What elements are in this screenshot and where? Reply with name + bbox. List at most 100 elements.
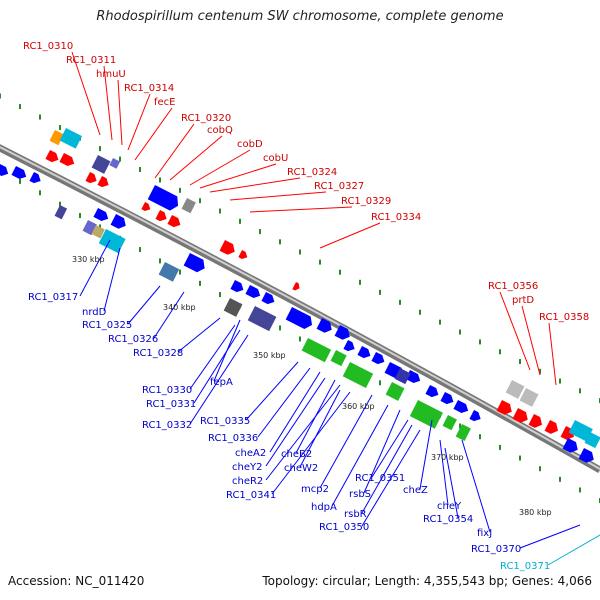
gene-label[interactable]: RC1_0358 xyxy=(539,312,589,323)
gene-label[interactable]: RC1_0350 xyxy=(319,522,369,533)
leader-line xyxy=(499,291,531,371)
gene-label[interactable]: RC1_0330 xyxy=(142,385,192,396)
leader-line xyxy=(169,135,223,181)
leader-line xyxy=(319,222,381,249)
gene-block xyxy=(54,205,68,220)
gene-label[interactable]: RC1_0331 xyxy=(146,399,196,410)
gene-feature xyxy=(219,240,235,255)
tick-label-350: 350 kbp xyxy=(253,351,286,360)
tick-dot xyxy=(459,329,461,335)
gene-feature xyxy=(245,285,261,298)
gene-arrow xyxy=(578,448,594,463)
gene-block xyxy=(181,198,196,214)
leader-line xyxy=(103,247,121,312)
gene-label[interactable]: RC1_0329 xyxy=(341,196,391,207)
gene-arrow xyxy=(219,240,235,255)
tick-dot xyxy=(179,269,181,275)
tick-dot xyxy=(479,339,481,345)
gene-feature xyxy=(183,253,205,273)
gene-label[interactable]: RC1_0317 xyxy=(28,292,78,303)
gene-label[interactable]: cheB2 xyxy=(281,449,312,460)
gene-label[interactable]: rsbS xyxy=(349,489,371,500)
gene-label[interactable]: RC1_0310 xyxy=(23,41,73,52)
tick-dot xyxy=(159,177,161,183)
gene-label[interactable]: prtD xyxy=(512,295,534,306)
gene-label[interactable]: RC1_0327 xyxy=(314,181,364,192)
tick-dot xyxy=(299,336,301,342)
tick-dot xyxy=(179,187,181,193)
leader-line xyxy=(177,317,221,353)
gene-label[interactable]: cobD xyxy=(237,139,263,150)
gene-label[interactable]: RC1_0328 xyxy=(133,348,183,359)
gene-label[interactable]: RC1_0332 xyxy=(142,420,192,431)
gene-label[interactable]: RC1_0320 xyxy=(181,113,231,124)
gene-arrow xyxy=(29,172,41,184)
gene-block xyxy=(385,382,405,401)
gene-feature xyxy=(453,400,469,413)
gene-feature xyxy=(425,385,439,398)
gene-label[interactable]: RC1_0354 xyxy=(423,514,473,525)
map-title: Rhodospirillum centenum SW chromosome, c… xyxy=(96,9,504,24)
gene-label[interactable]: fepA xyxy=(210,377,233,388)
leader-line xyxy=(199,163,277,189)
gene-block xyxy=(91,225,105,239)
gene-label[interactable]: RC1_0314 xyxy=(124,83,174,94)
gene-label[interactable]: RC1_0356 xyxy=(488,281,538,292)
leader-line xyxy=(209,177,301,193)
gene-label[interactable]: RC1_0326 xyxy=(108,334,158,345)
tick-dot xyxy=(279,239,281,245)
leader-line xyxy=(269,371,321,453)
gene-label[interactable]: rsbR xyxy=(344,509,367,520)
gene-arrow xyxy=(343,340,355,352)
gene-feature xyxy=(141,202,151,211)
gene-label[interactable]: cobU xyxy=(263,153,288,164)
gene-feature xyxy=(59,128,83,149)
gene-label[interactable]: RC1_0334 xyxy=(371,212,421,223)
gene-label[interactable]: cheY2 xyxy=(232,462,262,473)
gene-feature xyxy=(442,415,457,431)
gene-label[interactable]: cobQ xyxy=(207,125,233,136)
gene-block xyxy=(584,432,600,449)
leader-line xyxy=(127,285,161,325)
tick-label-380: 380 kbp xyxy=(519,508,552,517)
gene-label[interactable]: RC1_0335 xyxy=(200,416,250,427)
tick-dot xyxy=(579,487,581,493)
gene-feature xyxy=(91,155,111,174)
gene-label[interactable]: cheA2 xyxy=(235,448,266,459)
gene-block xyxy=(98,229,126,254)
leader-line xyxy=(193,329,241,404)
gene-feature xyxy=(505,380,525,399)
gene-label[interactable]: RC1_0336 xyxy=(208,433,258,444)
gene-label[interactable]: hmuU xyxy=(96,69,126,80)
gene-label[interactable]: hdpA xyxy=(311,502,337,513)
gene-label[interactable]: nrdD xyxy=(82,307,107,318)
tick-dot xyxy=(299,249,301,255)
gene-label[interactable]: RC1_0341 xyxy=(226,490,276,501)
gene-arrow xyxy=(371,352,385,365)
gene-block xyxy=(342,362,374,389)
gene-label[interactable]: RC1_0324 xyxy=(287,167,337,178)
gene-feature xyxy=(292,282,300,291)
gene-label[interactable]: cheR2 xyxy=(232,476,263,487)
gene-feature xyxy=(110,214,126,229)
gene-label[interactable]: RC1_0351 xyxy=(355,473,405,484)
gene-label[interactable]: mcp2 xyxy=(301,484,329,495)
leader-line xyxy=(189,324,236,390)
gene-label[interactable]: RC1_0325 xyxy=(82,320,132,331)
gene-feature xyxy=(469,410,481,422)
gene-arrow xyxy=(425,385,439,398)
tick-dot xyxy=(359,279,361,285)
gene-label[interactable]: cheW2 xyxy=(284,463,318,474)
gene-label[interactable]: cheY xyxy=(437,501,462,512)
gene-feature xyxy=(45,150,59,163)
gene-label[interactable]: cheZ xyxy=(403,485,428,496)
gene-label[interactable]: RC1_0311 xyxy=(66,55,116,66)
gene-feature xyxy=(496,400,512,415)
gene-arrow xyxy=(230,280,244,293)
gene-label[interactable]: RC1_0370 xyxy=(471,544,521,555)
gene-label[interactable]: RC1_0371 xyxy=(500,561,550,572)
gene-arrow xyxy=(155,210,167,222)
gene-label[interactable]: fecE xyxy=(154,97,176,108)
gene-label[interactable]: fixJ xyxy=(477,528,492,539)
gene-feature xyxy=(528,414,542,428)
